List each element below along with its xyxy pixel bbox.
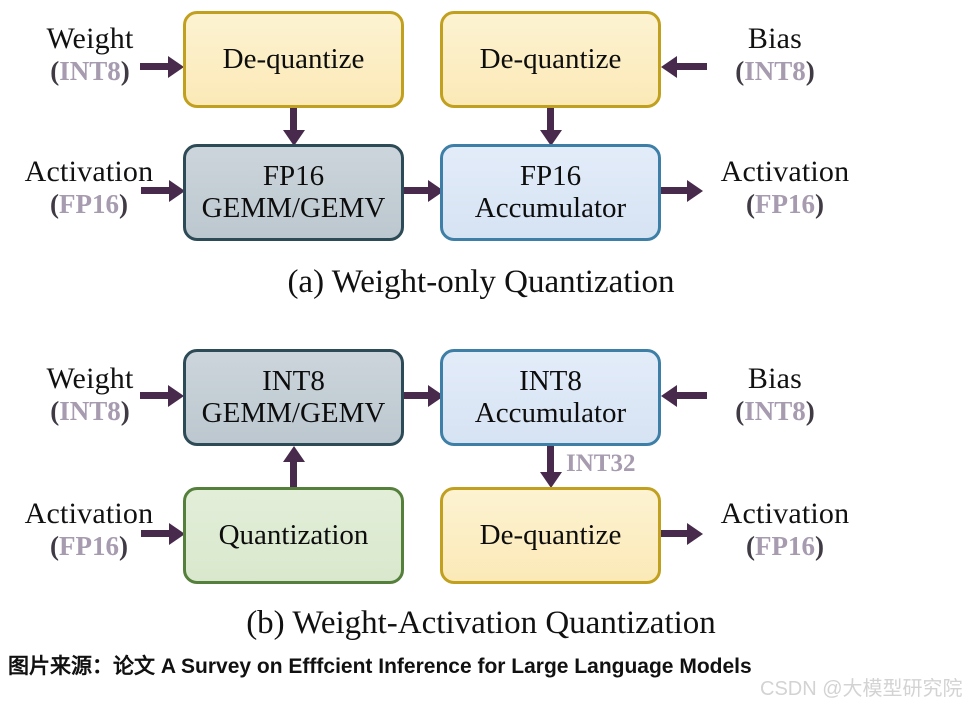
output-dtype: (FP16)	[746, 531, 824, 561]
panel-b-activation-input-label: Activation (FP16)	[0, 499, 178, 560]
panel-b-activation-output-label: Activation (FP16)	[690, 499, 880, 560]
output-dtype: (FP16)	[746, 189, 824, 219]
panel-a-caption: (a) Weight-only Quantization	[287, 264, 675, 300]
csdn-watermark: CSDN @大模型研究院	[760, 678, 962, 700]
input-dtype: (INT8)	[735, 56, 815, 86]
block-fp16-accumulator[interactable]: FP16 Accumulator	[440, 144, 661, 241]
panel-a-activation-input-label: Activation (FP16)	[0, 157, 178, 218]
block-label: Quantization	[218, 518, 369, 551]
output-name: Activation	[720, 155, 850, 188]
input-name: Bias	[747, 362, 803, 395]
input-dtype: (INT8)	[50, 56, 130, 86]
block-label: De-quantize	[479, 518, 622, 551]
panel-b-caption: (b) Weight-Activation Quantization	[246, 605, 716, 641]
arrow-int8-accumulator-to-dequantize	[540, 446, 562, 490]
block-dequantize-weight[interactable]: De-quantize	[183, 11, 404, 108]
input-dtype: (INT8)	[50, 396, 130, 426]
arrow-dequantize-bias-to-accumulator	[540, 108, 562, 146]
block-dequantize-bias[interactable]: De-quantize	[440, 11, 661, 108]
input-name: Weight	[46, 362, 134, 395]
arrow-accumulator-to-output	[659, 180, 705, 202]
input-name: Weight	[46, 22, 134, 55]
arrow-bias-to-int8-accumulator	[661, 385, 707, 407]
block-label: INT8 GEMM/GEMV	[201, 365, 386, 429]
panel-a-weight-input-label: Weight (INT8)	[6, 24, 174, 85]
arrow-activation-to-gemm	[141, 180, 185, 202]
arrow-dequantize-to-output	[659, 523, 705, 545]
input-name: Bias	[747, 22, 803, 55]
block-label: De-quantize	[222, 42, 365, 75]
block-int8-gemm-gemv[interactable]: INT8 GEMM/GEMV	[183, 349, 404, 446]
arrow-dequantize-weight-to-gemm	[283, 108, 305, 146]
edge-label-int32: INT32	[566, 450, 636, 477]
block-fp16-gemm-gemv[interactable]: FP16 GEMM/GEMV	[183, 144, 404, 241]
arrow-weight-to-int8-gemm	[140, 385, 184, 407]
arrow-gemm-to-accumulator	[402, 180, 444, 202]
arrow-quantization-to-int8-gemm	[283, 446, 305, 490]
arrow-int8-gemm-to-accumulator	[402, 385, 444, 407]
block-int8-accumulator[interactable]: INT8 Accumulator	[440, 349, 661, 446]
input-dtype: (FP16)	[50, 189, 128, 219]
output-name: Activation	[720, 497, 850, 530]
block-label: FP16 GEMM/GEMV	[201, 160, 386, 224]
input-name: Activation	[24, 155, 154, 188]
input-dtype: (INT8)	[735, 396, 815, 426]
input-dtype: (FP16)	[50, 531, 128, 561]
arrow-activation-to-quantization	[141, 523, 185, 545]
panel-a-bias-input-label: Bias (INT8)	[690, 24, 860, 85]
block-label: De-quantize	[479, 42, 622, 75]
block-label: FP16 Accumulator	[474, 160, 627, 224]
source-note: 图片来源：论文 A Survey on Efffcient Inference …	[8, 655, 752, 678]
block-quantization[interactable]: Quantization	[183, 487, 404, 584]
input-name: Activation	[24, 497, 154, 530]
block-label: INT8 Accumulator	[474, 365, 627, 429]
block-dequantize-output[interactable]: De-quantize	[440, 487, 661, 584]
panel-b-bias-input-label: Bias (INT8)	[690, 364, 860, 425]
panel-a-activation-output-label: Activation (FP16)	[690, 157, 880, 218]
panel-b-weight-input-label: Weight (INT8)	[6, 364, 174, 425]
arrow-weight-to-dequantize	[140, 56, 184, 78]
arrow-bias-to-dequantize	[661, 56, 707, 78]
